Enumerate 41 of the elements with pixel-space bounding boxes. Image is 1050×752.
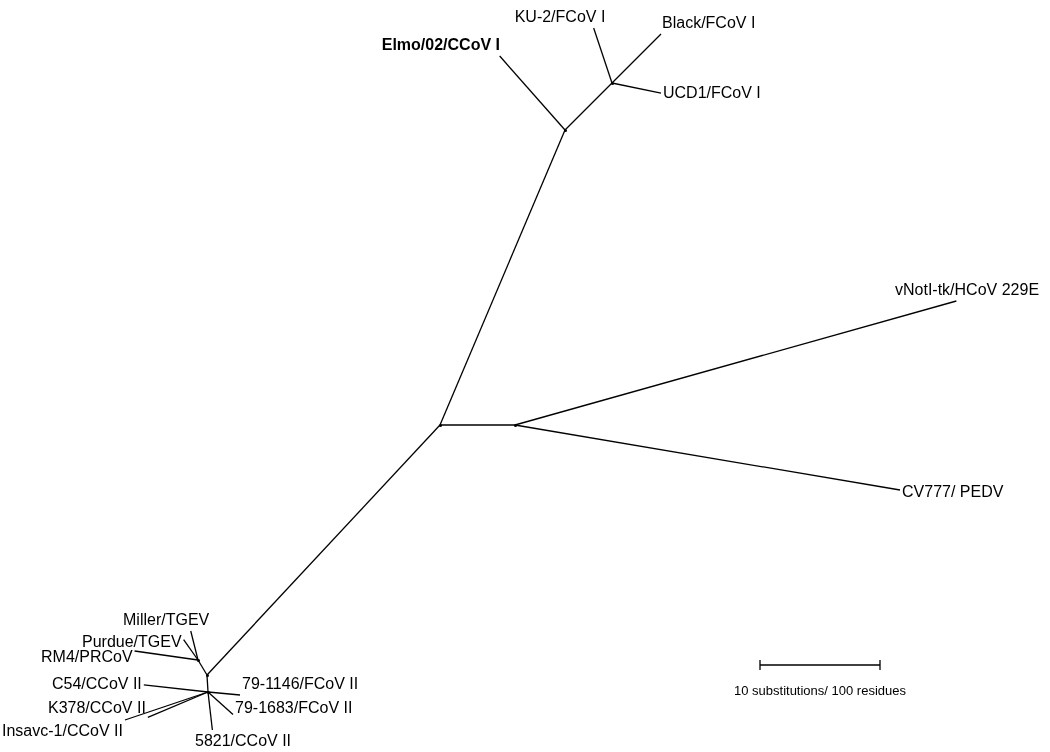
- tree-branch: [439, 129, 566, 426]
- tree-branch: [514, 300, 957, 426]
- taxon-label: RM4/PRCoV: [41, 648, 133, 666]
- branch-point: [610, 81, 614, 85]
- branch-point: [563, 128, 567, 132]
- branch-point: [513, 423, 517, 427]
- taxon-label: 79-1683/FCoV II: [235, 699, 353, 717]
- tree-branch: [206, 424, 441, 676]
- branch-point: [205, 673, 209, 677]
- taxon-label: 79-1146/FCoV II: [242, 675, 359, 693]
- branch-point: [438, 423, 442, 427]
- tree-branch: [124, 691, 209, 721]
- tree-branch: [611, 33, 662, 84]
- taxon-label: Elmo/02/CCoV I: [381, 36, 500, 54]
- tree-branch: [439, 424, 516, 426]
- tree-branch: [499, 55, 566, 131]
- tree-branch: [143, 684, 209, 693]
- taxon-label: Black/FCoV I: [662, 14, 756, 32]
- tree-branch: [133, 650, 199, 661]
- tree-branch: [207, 691, 234, 716]
- tree-branch: [207, 691, 214, 731]
- tree-branch: [593, 27, 613, 84]
- taxon-label: Purdue/TGEV: [82, 633, 182, 651]
- taxon-label: Miller/TGEV: [123, 611, 210, 629]
- taxon-label: C54/CCoV II: [52, 675, 142, 693]
- taxon-label: vNotI-tk/HCoV 229E: [895, 281, 1040, 299]
- taxon-label: K378/CCoV II: [48, 699, 146, 717]
- branch-point: [196, 658, 200, 662]
- tree-branch: [190, 630, 199, 661]
- tree-branch: [182, 638, 199, 661]
- tree-branch: [514, 424, 901, 491]
- branch-point: [206, 690, 210, 694]
- taxon-label: UCD1/FCoV I: [663, 84, 761, 102]
- taxon-label: CV777/ PEDV: [902, 483, 1004, 501]
- tree-branch: [207, 691, 241, 696]
- taxon-label: KU-2/FCoV I: [514, 8, 606, 26]
- tree-branch: [564, 82, 613, 131]
- scale-label: 10 substitutions/ 100 residues: [734, 683, 906, 698]
- taxon-label: 5821/CCoV II: [195, 732, 292, 750]
- taxon-label: Insavc-1/CCoV II: [2, 722, 123, 740]
- tree-branch: [611, 82, 662, 94]
